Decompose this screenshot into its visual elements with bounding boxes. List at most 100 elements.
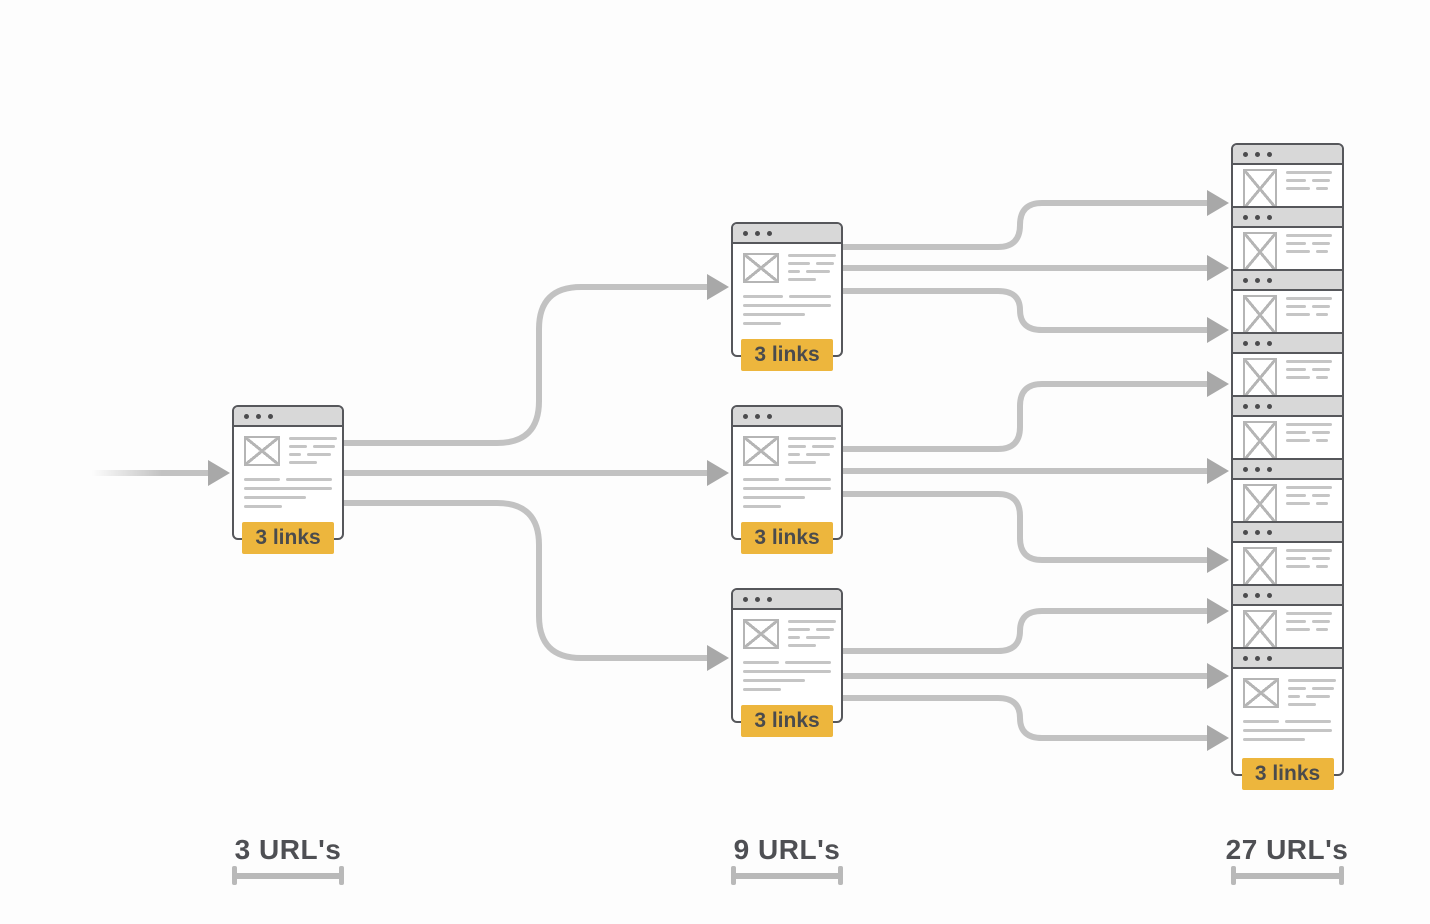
window-dots-icon <box>1255 655 1260 661</box>
window-dots-icon <box>743 413 748 419</box>
connector-line <box>843 200 1207 250</box>
window-dots-icon <box>1267 403 1272 409</box>
window-dots-icon <box>256 413 261 419</box>
window-dots-icon <box>755 230 760 236</box>
window-dots-icon <box>1255 151 1260 157</box>
window-dots-icon <box>1243 655 1248 661</box>
column-label-level2: 9 URL's <box>733 834 841 865</box>
arrowhead-icon <box>707 274 729 300</box>
window-dots-icon <box>1243 466 1248 472</box>
text-lines <box>1288 678 1336 711</box>
connector-line <box>843 608 1207 654</box>
image-placeholder-icon <box>1243 484 1277 521</box>
stacked-page <box>1233 208 1342 271</box>
stacked-page <box>1233 334 1342 397</box>
stacked-pages-level3: 3 links <box>1231 143 1344 790</box>
window-dots-icon <box>1255 529 1260 535</box>
window-title-bar <box>733 407 841 427</box>
paragraph-lines <box>1243 720 1332 741</box>
window-dots-icon <box>1255 214 1260 220</box>
window-dots-icon <box>1255 340 1260 346</box>
window-dots-icon <box>1267 340 1272 346</box>
page-content <box>1233 669 1342 774</box>
window-title-bar <box>1233 208 1342 228</box>
image-placeholder-icon <box>1243 547 1277 584</box>
window-dots-icon <box>767 230 772 236</box>
image-placeholder-icon <box>1243 232 1277 269</box>
stacked-page <box>1233 397 1342 460</box>
window-dots-icon <box>1267 655 1272 661</box>
window-dots-icon <box>244 413 249 419</box>
links-badge: 3 links <box>1241 758 1334 790</box>
window-dots-icon <box>1267 214 1272 220</box>
arrowhead-icon <box>1207 663 1229 689</box>
window-dots-icon <box>767 596 772 602</box>
text-lines <box>1286 358 1332 395</box>
text-lines <box>788 253 836 286</box>
window-dots-icon <box>1255 592 1260 598</box>
text-lines <box>788 619 836 652</box>
window-dots-icon <box>755 596 760 602</box>
links-badge: 3 links <box>741 522 833 554</box>
image-placeholder-icon <box>244 436 280 466</box>
page-content-truncated <box>1233 480 1342 523</box>
connector-line <box>843 695 1207 741</box>
page-content <box>733 427 841 508</box>
browser-card-level2-middle: 3 links <box>731 405 843 554</box>
arrowhead-icon <box>1207 255 1229 281</box>
text-lines <box>289 436 337 469</box>
window-dots-icon <box>1243 403 1248 409</box>
measure-bar-icon <box>1231 866 1344 885</box>
connector-line <box>843 288 1207 333</box>
stacked-page <box>1233 145 1342 208</box>
window-dots-icon <box>1243 277 1248 283</box>
text-lines <box>1286 421 1332 458</box>
stacked-page <box>1233 460 1342 523</box>
measure-bar-icon <box>731 866 843 885</box>
column-label-level3: 27 URL's <box>1225 834 1349 865</box>
window-dots-icon <box>755 413 760 419</box>
image-placeholder-icon <box>743 436 779 466</box>
window-dots-icon <box>1255 403 1260 409</box>
window-dots-icon <box>1255 466 1260 472</box>
image-placeholder-icon <box>1243 295 1277 332</box>
text-lines <box>1286 547 1332 584</box>
page-content-truncated <box>1233 417 1342 460</box>
text-lines <box>1286 295 1332 332</box>
paragraph-lines <box>743 661 831 691</box>
text-lines <box>1286 610 1332 647</box>
stacked-page <box>1233 586 1342 649</box>
column-label-level1: 3 URL's <box>234 834 342 865</box>
links-badge: 3 links <box>242 522 334 554</box>
connector-line <box>843 381 1207 452</box>
page-content-truncated <box>1233 291 1342 334</box>
stacked-pages-compressed <box>1233 145 1342 649</box>
page-content-truncated <box>1233 606 1342 649</box>
links-badge: 3 links <box>741 705 833 737</box>
window-title-bar <box>1233 334 1342 354</box>
connector-line <box>344 284 707 446</box>
connector-line <box>843 491 1207 563</box>
window-title-bar <box>1233 649 1342 669</box>
connector-line <box>344 500 707 661</box>
connector-lines <box>92 200 1207 741</box>
page-content-truncated <box>1233 543 1342 586</box>
page-content <box>234 427 342 508</box>
window-dots-icon <box>1267 466 1272 472</box>
image-placeholder-icon <box>1243 421 1277 458</box>
window-dots-icon <box>767 413 772 419</box>
text-lines <box>1286 484 1332 521</box>
window-dots-icon <box>1255 277 1260 283</box>
arrowhead-icon <box>1207 371 1229 397</box>
arrowhead-icon <box>1207 190 1229 216</box>
window-dots-icon <box>1267 529 1272 535</box>
window-dots-icon <box>743 596 748 602</box>
arrowheads <box>208 190 1229 751</box>
page-content-truncated <box>1233 354 1342 397</box>
image-placeholder-icon <box>1243 678 1279 708</box>
window-title-bar <box>733 224 841 244</box>
stacked-page <box>1233 271 1342 334</box>
window-dots-icon <box>1243 592 1248 598</box>
